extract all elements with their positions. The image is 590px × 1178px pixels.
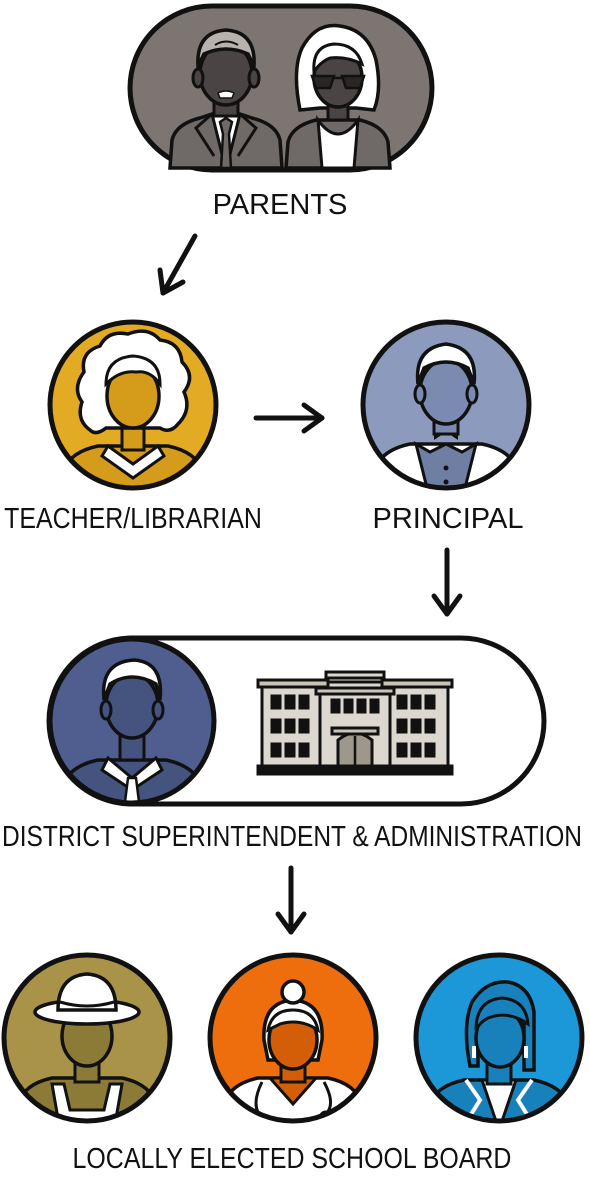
school-building-icon bbox=[256, 670, 454, 776]
arrow-teacher-to-principal bbox=[253, 402, 325, 434]
principal-node: PRINCIPAL bbox=[360, 319, 532, 535]
doctor-icon bbox=[217, 979, 369, 1121]
arrow-district-to-board bbox=[275, 865, 307, 935]
district-label: DISTRICT SUPERINTENDENT & ADMINISTRATION bbox=[2, 821, 582, 853]
mother-icon bbox=[284, 23, 392, 170]
arrow-principal-to-district bbox=[431, 547, 463, 617]
district-node: DISTRICT SUPERINTENDENT & ADMINISTRATION bbox=[2, 635, 582, 853]
arrow-parents-to-teacher bbox=[157, 233, 198, 296]
father-icon bbox=[168, 28, 284, 171]
principal-label: PRINCIPAL bbox=[373, 503, 524, 535]
teacher-label: TEACHER/LIBRARIAN bbox=[4, 503, 262, 535]
board-node: LOCALLY ELECTED SCHOOL BOARD bbox=[1, 952, 585, 1175]
principal-man-icon bbox=[370, 342, 522, 488]
teacher-node: TEACHER/LIBRARIAN bbox=[4, 319, 262, 535]
teacher-woman-icon bbox=[58, 329, 208, 488]
parents-label: PARENTS bbox=[213, 189, 348, 221]
parents-node: PARENTS bbox=[127, 3, 435, 221]
board-label: LOCALLY ELECTED SCHOOL BOARD bbox=[73, 1143, 512, 1175]
